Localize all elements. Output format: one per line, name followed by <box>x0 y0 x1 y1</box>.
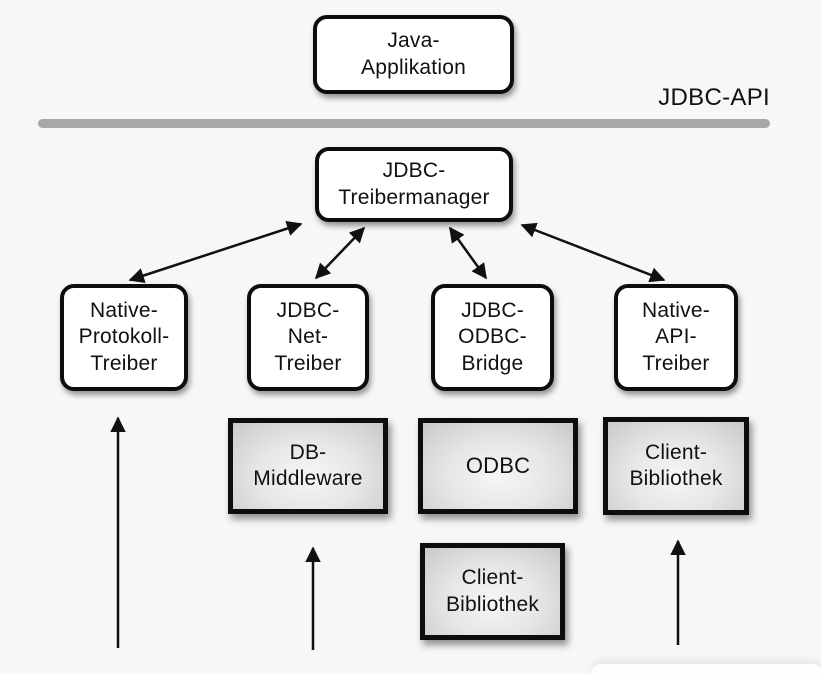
arrow-treibermanager-native-api <box>520 222 666 283</box>
jdbc-api-layer-divider <box>38 119 770 128</box>
node-client-bibliothek-native-api: Client- Bibliothek <box>603 417 749 515</box>
node-native-protokoll-treiber: Native- Protokoll- Treiber <box>60 284 188 391</box>
arrow-treibermanager-jdbc-net <box>314 226 366 280</box>
arrow-treibermanager-jdbc-odbc <box>448 226 488 280</box>
cutoff-box-hint <box>592 664 821 674</box>
arrow-treibermanager-native-protokoll <box>128 220 303 284</box>
node-db-middleware: DB- Middleware <box>228 418 388 514</box>
node-odbc: ODBC <box>418 418 578 514</box>
node-jdbc-odbc-bridge: JDBC- ODBC- Bridge <box>431 284 554 391</box>
node-client-bibliothek-odbc: Client- Bibliothek <box>420 543 565 640</box>
node-java-applikation: Java- Applikation <box>313 15 514 94</box>
node-native-api-treiber: Native- API- Treiber <box>614 284 738 391</box>
node-jdbc-net-treiber: JDBC- Net- Treiber <box>247 284 369 391</box>
node-jdbc-treibermanager: JDBC- Treibermanager <box>315 147 513 222</box>
jdbc-api-label: JDBC-API <box>658 84 770 111</box>
